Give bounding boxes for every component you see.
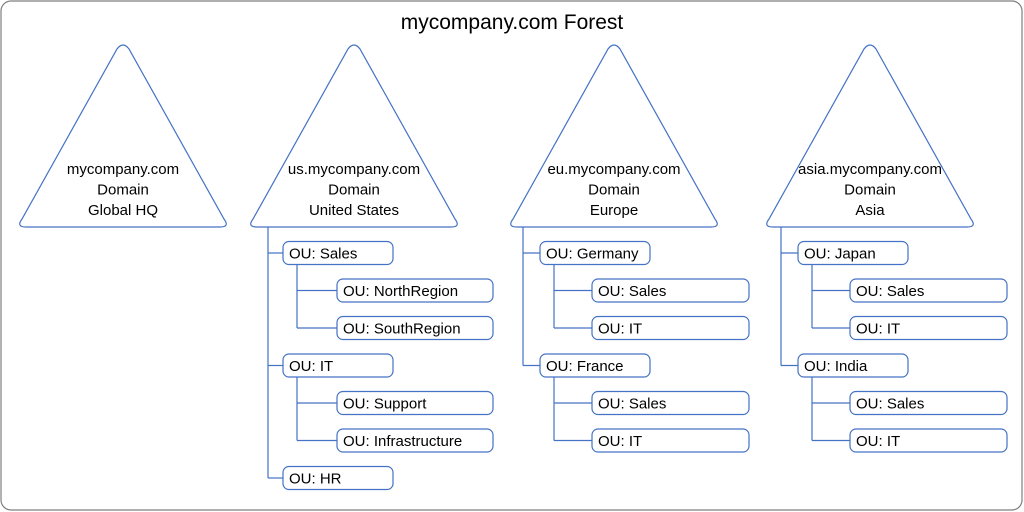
child-ou-3-1-2-label: OU: IT <box>598 321 642 338</box>
domain-1-text-2: Domain <box>97 182 149 199</box>
child-ou-2-2-1-box <box>336 390 494 416</box>
domain-triangle <box>250 44 458 228</box>
child-ou-2-1-2-box <box>336 315 494 341</box>
ou-2-1: OU: Sales <box>282 240 394 266</box>
child-ou-4-2-1-box <box>849 390 1008 416</box>
child-ou-3-1-1-box <box>591 278 750 303</box>
domain-4-text-2: Domain <box>844 182 896 199</box>
domain-triangle <box>19 44 227 228</box>
child-ou-4-1-1-label: OU: Sales <box>856 283 924 300</box>
domain-2-text-2: Domain <box>328 182 380 199</box>
child-ou-2-2-1: OU: Support <box>336 390 494 416</box>
domain-1-text-3: Global HQ <box>88 202 158 219</box>
ou-2-1-box <box>282 240 394 266</box>
child-ou-3-2-1: OU: Sales <box>591 390 750 416</box>
ou-3-1-label: OU: Germany <box>546 246 639 263</box>
child-ou-2-2-2: OU: Infrastructure <box>336 428 494 453</box>
child-ou-4-2-2-label: OU: IT <box>856 433 900 450</box>
ou-3-2: OU: France <box>539 353 651 378</box>
child-ou-3-2-2: OU: IT <box>591 428 750 453</box>
ou-2-2: OU: IT <box>282 353 394 378</box>
domain-4-text-3: Asia <box>855 202 885 219</box>
child-ou-3-2-2-label: OU: IT <box>598 433 642 450</box>
domain-1-text-1: mycompany.com <box>67 161 179 178</box>
domain-triangle <box>510 44 718 228</box>
ou-3-1: OU: Germany <box>539 240 651 266</box>
child-ou-3-2-1-label: OU: Sales <box>598 396 666 413</box>
ou-2-3: OU: HR <box>282 465 394 491</box>
ou-4-1-label: OU: Japan <box>804 246 876 263</box>
child-ou-2-1-1: OU: NorthRegion <box>336 278 494 303</box>
child-ou-3-1-1: OU: Sales <box>591 278 750 303</box>
forest-title: mycompany.com Forest <box>401 11 624 34</box>
child-ou-4-2-2-box <box>849 428 1008 453</box>
child-ou-4-2-1-label: OU: Sales <box>856 396 924 413</box>
ou-2-1-label: OU: Sales <box>289 246 357 263</box>
domain-2-text-3: United States <box>309 202 399 219</box>
ou-4-2-box <box>797 353 909 378</box>
child-ou-4-2-1: OU: Sales <box>849 390 1008 416</box>
child-ou-4-1-1-box <box>849 278 1008 303</box>
child-ou-3-1-1-label: OU: Sales <box>598 283 666 300</box>
ou-3-2-box <box>539 353 651 378</box>
child-ou-4-1-1: OU: Sales <box>849 278 1008 303</box>
child-ou-2-1-2: OU: SouthRegion <box>336 315 494 341</box>
domain-4-text-1: asia.mycompany.com <box>798 161 942 178</box>
child-ou-4-1-2: OU: IT <box>849 315 1008 341</box>
ou-4-1-box <box>797 240 909 266</box>
ou-2-3-label: OU: HR <box>289 471 342 488</box>
child-ou-2-2-1-label: OU: Support <box>343 396 427 413</box>
domain-triangle <box>766 44 974 228</box>
child-ou-3-1-2-box <box>591 315 750 341</box>
domain-3-text-1: eu.mycompany.com <box>547 161 680 178</box>
child-ou-4-1-2-box <box>849 315 1008 341</box>
ou-4-1: OU: Japan <box>797 240 909 266</box>
ou-2-2-box <box>282 353 394 378</box>
ou-4-2-label: OU: India <box>804 358 868 375</box>
ou-3-1-box <box>539 240 651 266</box>
child-ou-2-1-1-label: OU: NorthRegion <box>343 283 458 300</box>
child-ou-3-2-1-box <box>591 390 750 416</box>
child-ou-2-1-2-label: OU: SouthRegion <box>343 321 461 338</box>
child-ou-3-2-2-box <box>591 428 750 453</box>
domain-2-text-1: us.mycompany.com <box>288 161 420 178</box>
child-ou-2-2-2-box <box>336 428 494 453</box>
child-ou-4-2-2: OU: IT <box>849 428 1008 453</box>
child-ou-3-1-2: OU: IT <box>591 315 750 341</box>
child-ou-2-1-1-box <box>336 278 494 303</box>
domain-3-text-2: Domain <box>588 182 640 199</box>
domain-3-text-3: Europe <box>590 202 638 219</box>
child-ou-2-2-2-label: OU: Infrastructure <box>343 433 462 450</box>
ou-2-3-box <box>282 465 394 491</box>
ou-4-2: OU: India <box>797 353 909 378</box>
child-ou-4-1-2-label: OU: IT <box>856 321 900 338</box>
ou-3-2-label: OU: France <box>546 358 624 375</box>
ou-2-2-label: OU: IT <box>289 358 333 375</box>
